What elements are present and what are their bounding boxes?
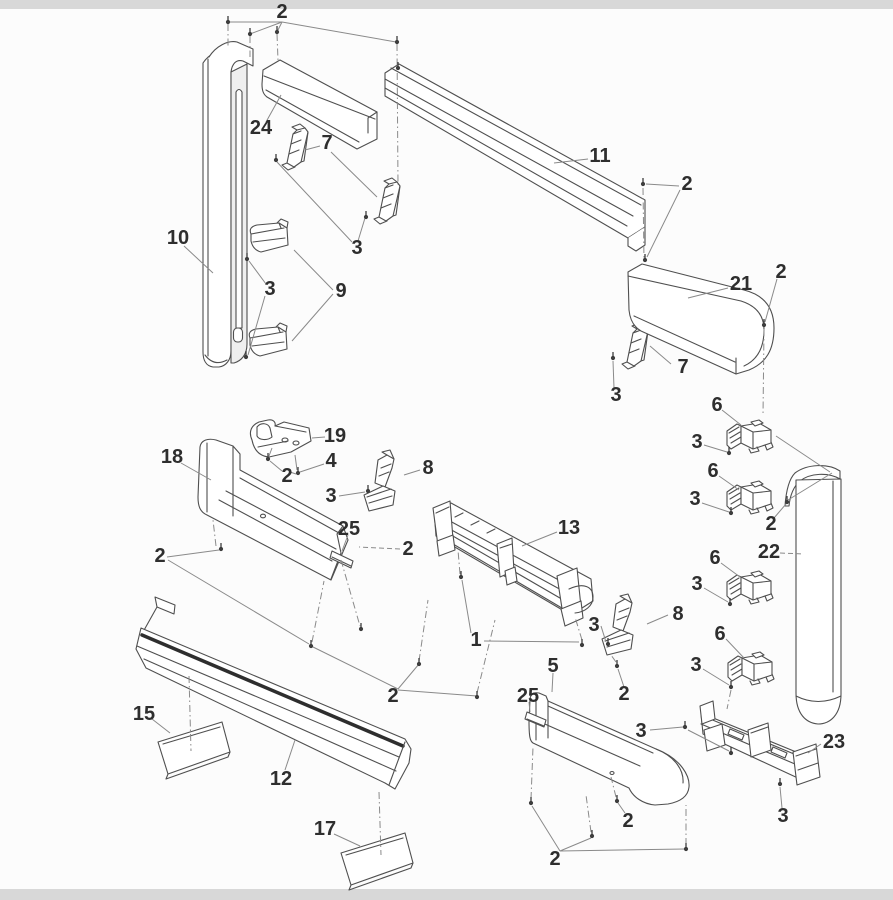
part-25-strip-b [524, 711, 547, 728]
callout-24-1: 24 [250, 117, 273, 139]
callout-9-6: 9 [335, 280, 346, 302]
top-edge-bar [0, 0, 893, 9]
callout-8-27: 8 [422, 457, 433, 479]
callout-6-21: 6 [714, 623, 725, 645]
part-10-side-rod [232, 88, 244, 343]
callout-2-36: 2 [618, 683, 629, 705]
callout-12-39: 12 [270, 768, 292, 790]
callout-3-12: 3 [610, 384, 621, 406]
callout-3-3: 3 [351, 237, 362, 259]
callout-2-8: 2 [681, 173, 692, 195]
callout-2-17: 2 [765, 513, 776, 535]
callout-1-33: 1 [470, 629, 481, 651]
part-22-right-column [784, 465, 842, 725]
callout-3-20: 3 [691, 573, 702, 595]
callout-3-16: 3 [689, 488, 700, 510]
callout-2-34: 2 [387, 685, 398, 707]
callout-21-9: 21 [730, 273, 752, 295]
callout-25-29: 25 [338, 518, 360, 540]
part-11-long-rail [384, 63, 646, 252]
callout-19-23: 19 [324, 425, 346, 447]
callout-13-32: 13 [558, 517, 580, 539]
callout-3-5: 3 [264, 278, 275, 300]
part-19-bracket-plate [249, 419, 312, 458]
callout-2-44: 2 [622, 810, 633, 832]
callout-3-22: 3 [690, 654, 701, 676]
part-23-bottom-rail [699, 700, 821, 786]
callout-6-13: 6 [711, 394, 722, 416]
callout-3-47: 3 [777, 805, 788, 827]
callout-2-30: 2 [402, 538, 413, 560]
part-13-center-rail [432, 500, 594, 627]
callout-22-18: 22 [758, 541, 780, 563]
bottom-edge-bar [0, 889, 893, 900]
callout-15-38: 15 [133, 703, 155, 725]
callout-3-14: 3 [691, 431, 702, 453]
callout-17-40: 17 [314, 818, 336, 840]
callout-11-7: 11 [589, 145, 610, 167]
part-5-bottom-trim [528, 692, 690, 806]
callout-2-31: 2 [154, 545, 165, 567]
callout-3-35: 3 [588, 614, 599, 636]
callout-3-28: 3 [325, 485, 336, 507]
part-18-tray [197, 438, 349, 581]
callout-6-15: 6 [707, 460, 718, 482]
callout-4-24: 4 [325, 450, 337, 472]
callout-7-11: 7 [677, 356, 688, 378]
part-12-bottom-rail [135, 596, 412, 790]
leader-lines [151, 21, 833, 856]
callout-2-0: 2 [276, 1, 287, 23]
part-10-left-column [202, 41, 254, 368]
callout-5-41: 5 [547, 655, 558, 677]
callout-6-19: 6 [709, 547, 720, 569]
callout-23-46: 23 [823, 731, 845, 753]
part-24-top-trim [261, 59, 378, 150]
callout-2-25: 2 [281, 465, 292, 487]
callout-2-45: 2 [549, 848, 560, 870]
callout-7-2: 7 [321, 132, 332, 154]
part-21-corner-trim [627, 263, 775, 375]
callout-10-4: 10 [167, 227, 189, 249]
callout-25-42: 25 [517, 685, 539, 707]
callout-18-26: 18 [161, 446, 183, 468]
callout-2-10: 2 [775, 261, 786, 283]
callout-8-37: 8 [672, 603, 683, 625]
callout-3-43: 3 [635, 720, 646, 742]
